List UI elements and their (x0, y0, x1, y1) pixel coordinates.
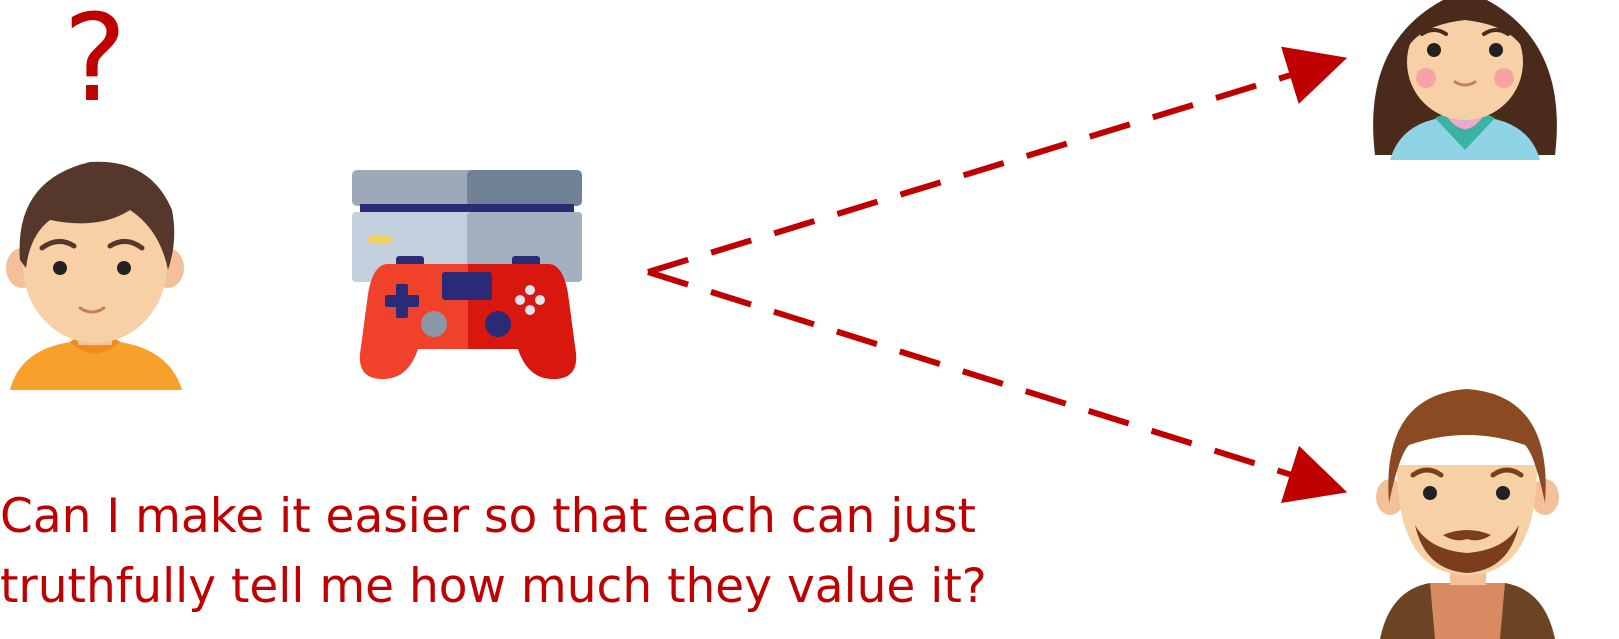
dashed-arrow-down-icon (648, 272, 1330, 487)
dashed-arrow-up-icon (648, 63, 1330, 272)
girl-avatar-icon (1360, 0, 1570, 160)
bearded-man-avatar-icon (1375, 385, 1560, 639)
caption-line-2: truthfully tell me how much they value i… (0, 552, 1180, 622)
caption-line-1: Can I make it easier so that each can ju… (0, 482, 1180, 552)
caption: Can I make it easier so that each can ju… (0, 482, 1180, 622)
